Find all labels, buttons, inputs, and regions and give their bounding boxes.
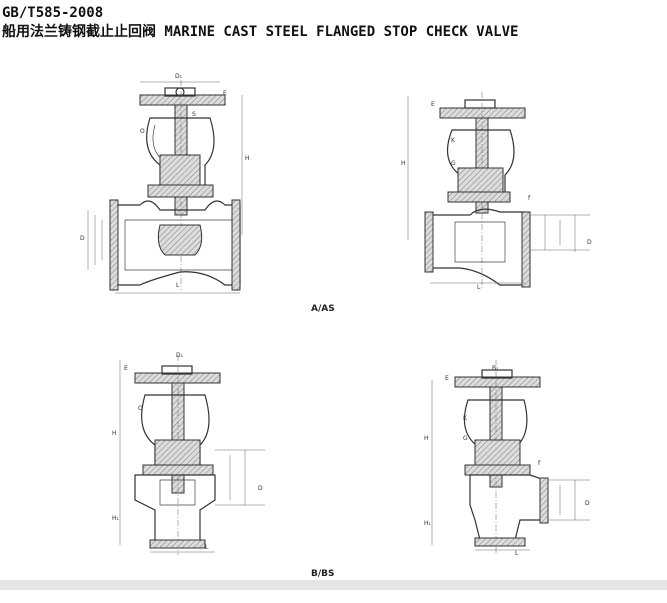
svg-text:D₁: D₁ xyxy=(176,352,184,359)
svg-text:E: E xyxy=(445,375,449,382)
svg-text:H: H xyxy=(424,435,429,442)
svg-text:H: H xyxy=(401,160,406,167)
drawing-bs-angle: H H₁ B₁ E K G f L D xyxy=(424,360,590,557)
svg-text:H: H xyxy=(112,430,117,437)
standard-number: GB/T585-2008 xyxy=(2,5,104,21)
svg-text:G: G xyxy=(451,160,456,167)
svg-text:H: H xyxy=(245,155,250,162)
page-title: 船用法兰铸钢截止止回阀 MARINE CAST STEEL FLANGED ST… xyxy=(2,24,519,40)
svg-text:E: E xyxy=(223,90,227,97)
svg-text:L: L xyxy=(515,550,519,557)
drawing-a-straight: D₁ E H L D O S xyxy=(80,73,250,294)
svg-text:L: L xyxy=(176,282,180,289)
svg-text:D: D xyxy=(585,500,590,507)
caption-bottom: B/BS xyxy=(311,569,335,579)
svg-text:D₁: D₁ xyxy=(175,73,183,80)
drawing-b-straight: H H₁ D₁ E O L D xyxy=(112,352,265,555)
svg-text:L: L xyxy=(477,284,481,291)
svg-text:E: E xyxy=(431,101,435,108)
svg-text:D: D xyxy=(80,235,85,242)
svg-text:H₁: H₁ xyxy=(424,520,432,527)
svg-text:S: S xyxy=(192,111,196,118)
page-header: GB/T585-2008 船用法兰铸钢截止止回阀 MARINE CAST STE… xyxy=(2,4,518,42)
svg-text:G: G xyxy=(463,435,468,442)
svg-text:H₁: H₁ xyxy=(112,515,120,522)
svg-text:O: O xyxy=(138,405,143,412)
svg-text:B₁: B₁ xyxy=(492,365,499,372)
svg-text:D: D xyxy=(587,239,592,246)
svg-text:L: L xyxy=(205,544,209,551)
svg-text:D: D xyxy=(258,485,263,492)
caption-top: A/AS xyxy=(311,304,335,314)
svg-text:K: K xyxy=(451,137,456,144)
svg-text:f: f xyxy=(528,195,531,202)
svg-text:f: f xyxy=(538,460,541,467)
svg-text:E: E xyxy=(124,365,128,372)
svg-text:O: O xyxy=(140,128,145,135)
svg-text:K: K xyxy=(463,415,468,422)
drawing-as-angle: H L E K G D f xyxy=(401,92,592,291)
